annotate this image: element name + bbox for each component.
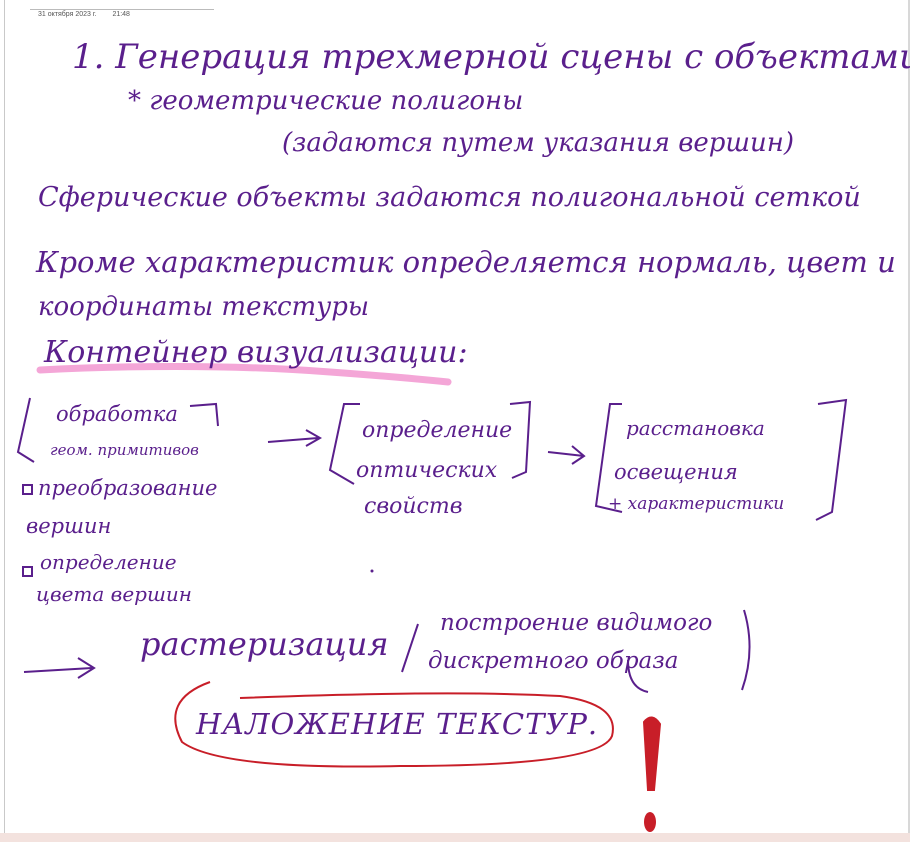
exclamation-mark xyxy=(642,716,662,791)
heading-highlight xyxy=(36,362,452,386)
note-line-5: Кроме характеристик определяется нормаль… xyxy=(36,245,896,279)
note-timestamp: 31 октября 2023 г. 21:48 xyxy=(38,11,130,18)
raster-note-line-2: дискретного образа xyxy=(428,648,679,674)
box3-line-2: освещения xyxy=(614,460,738,484)
rasterization-label: растеризация xyxy=(140,625,389,663)
sub2-line-2: цвета вершин xyxy=(36,582,192,606)
header-rule xyxy=(30,9,214,10)
raster-note-hook xyxy=(627,659,649,693)
box1-bracket-left xyxy=(16,397,35,463)
texture-mapping-label: НАЛОЖЕНИЕ ТЕКСТУР. xyxy=(196,707,599,741)
note-line-6: координаты текстуры xyxy=(38,292,370,322)
texture-circle xyxy=(174,681,614,768)
box1-line-2: геом. примитивов xyxy=(50,441,199,459)
raster-divider xyxy=(401,623,419,673)
note-line-1: 1. Генерация трехмерной сцены с объектам… xyxy=(72,37,910,77)
note-line-4: Сферические объекты задаются полигональн… xyxy=(38,182,861,213)
checkbox-icon xyxy=(22,566,33,577)
box2-line-2: оптических xyxy=(356,458,498,483)
box1-line-1: обработка xyxy=(56,402,178,426)
visualization-heading: Контейнер визуализации: xyxy=(44,335,468,370)
raster-note-line-1: построение видимого xyxy=(440,610,713,636)
note-line-3: (задаются путем указания вершин) xyxy=(282,128,795,158)
page-bottom-strip xyxy=(0,833,910,842)
note-line-2: * геометрические полигоны xyxy=(128,86,524,116)
raster-note-bracket xyxy=(741,609,751,691)
note-time: 21:48 xyxy=(112,11,130,18)
box2-line-3: свойств xyxy=(364,494,463,519)
page-right-border xyxy=(908,0,910,842)
box2-line-1: определение xyxy=(362,418,513,443)
box2-bracket-left xyxy=(328,403,360,485)
box1-bracket-right xyxy=(189,402,219,427)
sub2-line-1: определение xyxy=(40,550,177,574)
arrow-1 xyxy=(267,429,323,447)
checkbox-icon xyxy=(22,484,33,495)
box2-bracket-right xyxy=(509,400,532,479)
arrow-3 xyxy=(23,657,96,679)
box3-bracket-right xyxy=(815,398,848,521)
box3-bracket-left xyxy=(594,403,623,513)
box3-line-3: + характеристики xyxy=(608,494,785,514)
exclamation-dot xyxy=(644,812,656,832)
page-left-border xyxy=(4,0,5,842)
stray-dot xyxy=(370,569,374,573)
sub1-line-1: преобразование xyxy=(38,476,218,500)
note-date: 31 октября 2023 г. xyxy=(38,11,97,18)
sub1-line-2: вершин xyxy=(26,514,112,538)
box3-line-1: расстановка xyxy=(626,416,765,440)
arrow-2 xyxy=(547,445,586,465)
